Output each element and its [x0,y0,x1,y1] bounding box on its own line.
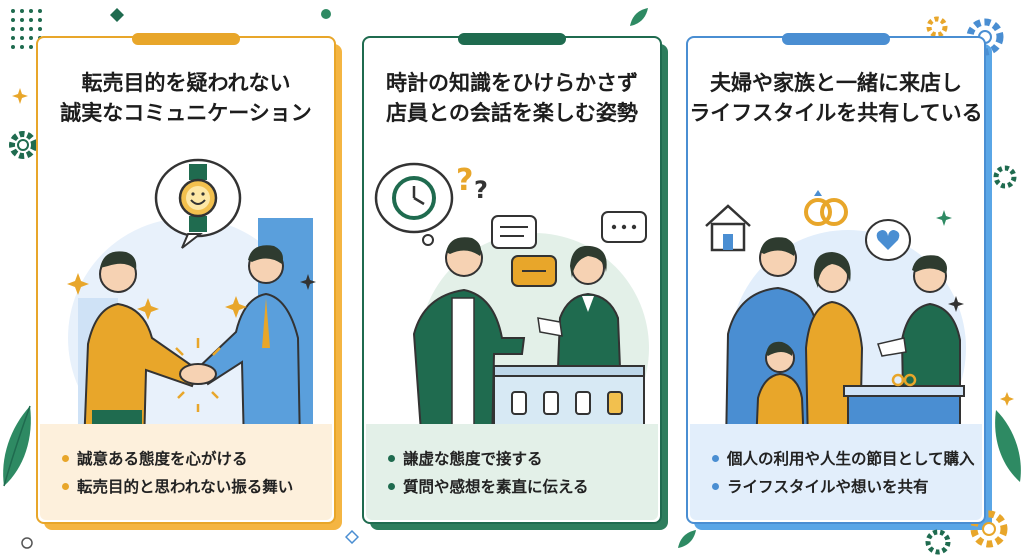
panel-tab [458,33,566,45]
rings-icon [891,373,905,387]
sparkle-icon [12,88,28,104]
leaf-icon [630,8,648,26]
panel-bullets: 誠意ある態度を心がける 転売目的と思われない振る舞い [40,424,332,520]
circle-outline-decoration [21,537,33,549]
panel-bullets: 個人の利用や人生の節目として購入 ライフスタイルや想いを共有 [690,424,982,520]
sparkle-icon [300,274,316,290]
title-line-2: ライフスタイルを共有している [689,101,983,125]
panel-enjoy-conversation: 時計の知識をひけらかさず 店員との会話を楽しむ姿勢 ? ? [362,33,668,530]
bullet-item: 個人の利用や人生の節目として購入 [712,444,982,472]
diamond-decoration [110,8,124,22]
speech-bubble-icon [511,255,557,287]
family-illustration [705,190,966,446]
staff-figure [196,245,302,446]
bullet-item: 誠意ある態度を心がける [62,444,332,472]
clock-icon [374,162,454,246]
sparkle-icon [67,273,89,295]
bullet-item: 転売目的と思われない振る舞い [62,472,332,500]
customer-figure [412,237,526,446]
conversation-illustration: ? ? [374,162,649,446]
sparkle-icon [948,296,964,312]
panel-title: 時計の知識をひけらかさず 店員との会話を楽しむ姿勢 [364,68,660,128]
rings-icon [903,373,917,387]
panel-title: 転売目的を疑われない 誠実なコミュニケーション [38,68,334,128]
staff-figure [537,245,622,369]
title-line-1: 時計の知識をひけらかさず [386,71,638,95]
title-line-2: 店員との会話を楽しむ姿勢 [386,101,638,125]
panel-tab [132,33,240,45]
heart-icon [865,219,911,261]
bullet-item: 謙虚な態度で接する [388,444,658,472]
gear-icon [926,16,948,38]
panel-title: 夫婦や家族と一緒に来店し ライフスタイルを共有している [688,68,984,128]
house-icon [705,204,751,252]
panel-family-lifestyle: 夫婦や家族と一緒に来店し ライフスタイルを共有している [686,33,992,530]
circle-decoration [321,9,331,19]
gear-icon [970,510,1008,548]
gear-icon [9,131,37,159]
gear-icon [993,165,1017,189]
gear-icon [925,529,951,555]
rings-icon [804,190,848,226]
question-icon: ? [474,176,488,204]
bullet-item: ライフスタイルや想いを共有 [712,472,982,500]
leaf-icon [995,410,1021,482]
leaf-icon [3,405,31,487]
question-icon: ? [456,163,473,198]
speech-bubble-icon [601,211,647,243]
panel-sincere-communication: 転売目的を疑われない 誠実なコミュニケーション [36,33,342,530]
leaf-icon [678,530,696,548]
panel-bullets: 謙虚な態度で接する 質問や感想を素直に伝える [366,424,658,520]
dot-grid-decoration [11,9,42,49]
title-line-1: 夫婦や家族と一緒に来店し [710,71,962,95]
sparkle-icon [936,210,952,226]
watch-icon [511,391,623,415]
sparkle-icon [137,298,159,320]
sparkle-icon [1000,392,1014,406]
diamond-outline-decoration [345,530,359,544]
sparkle-icon [225,296,247,318]
title-line-1: 転売目的を疑われない [81,71,291,95]
speech-bubble-icon [491,215,537,249]
panel-tab [782,33,890,45]
handshake-icon [175,338,221,412]
title-line-2: 誠実なコミュニケーション [60,101,312,125]
watch-icon [154,158,242,249]
handshake-illustration [67,158,316,446]
bullet-item: 質問や感想を素直に伝える [388,472,658,500]
